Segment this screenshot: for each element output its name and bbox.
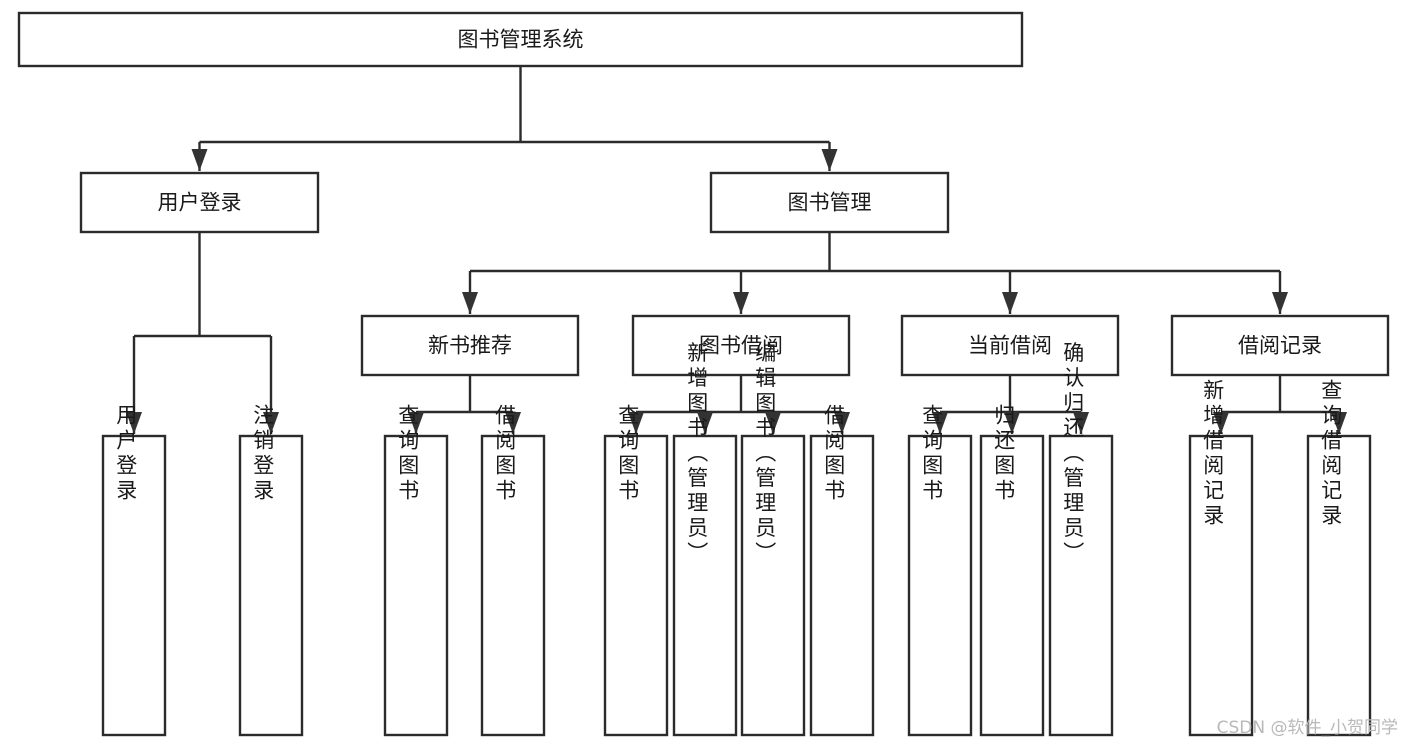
- node-label: 当前借阅: [968, 334, 1052, 358]
- arrow-head-icon: [1004, 412, 1020, 434]
- leaf-node-leaf-user-login[interactable]: 用户登录: [101, 404, 167, 737]
- arrow-head-icon: [834, 412, 850, 434]
- node-label: 新增借阅记录: [1201, 379, 1225, 529]
- arrow-head-icon: [191, 149, 208, 171]
- leaf-node-leaf-borrow-book-1[interactable]: 借阅图书: [480, 404, 546, 737]
- node-label: 查询图书: [920, 404, 944, 504]
- node-box[interactable]: [900, 314, 1120, 377]
- node-box[interactable]: [1170, 314, 1390, 377]
- node-label: 查询图书: [616, 404, 640, 504]
- arrow-head-icon: [408, 412, 424, 434]
- node-box[interactable]: [383, 434, 449, 737]
- leaf-node-leaf-query-book-3[interactable]: 查询图书: [907, 404, 973, 737]
- leaf-node-leaf-borrow-book-2[interactable]: 借阅图书: [809, 404, 875, 737]
- arrow-head-icon: [697, 412, 713, 434]
- level3-node-book-borrow[interactable]: 图书借阅: [631, 314, 851, 377]
- node-box[interactable]: [1306, 434, 1372, 737]
- node-label: 归还图书: [992, 404, 1016, 504]
- level3-node-new-book-recommend[interactable]: 新书推荐: [360, 314, 580, 377]
- arrow-head-icon: [821, 149, 838, 171]
- arrow-head-icon: [1272, 292, 1288, 314]
- arrow-head-icon: [765, 412, 781, 434]
- arrow-head-icon: [505, 412, 521, 434]
- node-box[interactable]: [603, 434, 669, 737]
- node-label: 借阅图书: [822, 404, 846, 504]
- csdn-watermark: CSDN @软件_小贺同学: [1217, 718, 1398, 738]
- arrow-head-icon: [1331, 412, 1347, 434]
- node-box[interactable]: [101, 434, 167, 737]
- node-label: 借阅记录: [1238, 334, 1322, 358]
- node-label: 查询借阅记录: [1319, 379, 1343, 529]
- arrow-head-icon: [1002, 292, 1018, 314]
- node-label: 图书借阅: [699, 334, 783, 358]
- leaf-node-leaf-query-record[interactable]: 查询借阅记录: [1306, 379, 1372, 737]
- leaf-node-leaf-edit-book[interactable]: 编辑图书（管理员）: [740, 342, 806, 737]
- node-label: 用户登录: [158, 191, 242, 215]
- node-box[interactable]: [1048, 434, 1114, 737]
- level2-node-user-login[interactable]: 用户登录: [79, 171, 320, 234]
- node-label: 新增图书（管理员）: [685, 342, 709, 567]
- leaf-node-leaf-query-book-2[interactable]: 查询图书: [603, 404, 669, 737]
- node-box[interactable]: [480, 434, 546, 737]
- arrow-head-icon: [1073, 412, 1089, 434]
- leaf-node-leaf-add-book[interactable]: 新增图书（管理员）: [672, 342, 738, 737]
- node-box[interactable]: [672, 434, 738, 737]
- node-label: 新书推荐: [428, 334, 512, 358]
- leaf-node-leaf-confirm-return[interactable]: 确认归还（管理员）: [1048, 342, 1114, 737]
- node-box[interactable]: [740, 434, 806, 737]
- root-node-book-management-system[interactable]: 图书管理系统: [17, 11, 1024, 68]
- node-box[interactable]: [1188, 434, 1254, 737]
- arrow-head-icon: [263, 412, 279, 434]
- leaf-node-leaf-return-book[interactable]: 归还图书: [979, 404, 1045, 737]
- level2-node-book-management[interactable]: 图书管理: [709, 171, 950, 234]
- connectors-layer: [126, 66, 1347, 434]
- arrow-head-icon: [932, 412, 948, 434]
- arrow-head-icon: [733, 292, 749, 314]
- node-box[interactable]: [809, 434, 875, 737]
- arrow-head-icon: [462, 292, 478, 314]
- nodes-layer: 图书管理系统用户登录图书管理新书推荐图书借阅当前借阅借阅记录用户登录注销登录查询…: [17, 11, 1390, 737]
- node-box[interactable]: [238, 434, 304, 737]
- node-label: 图书管理系统: [458, 28, 584, 52]
- level3-node-current-borrow[interactable]: 当前借阅: [900, 314, 1120, 377]
- node-label: 注销登录: [251, 404, 275, 504]
- node-box[interactable]: [360, 314, 580, 377]
- leaf-node-leaf-query-book-1[interactable]: 查询图书: [383, 404, 449, 737]
- node-box[interactable]: [631, 314, 851, 377]
- leaf-node-leaf-add-record[interactable]: 新增借阅记录: [1188, 379, 1254, 737]
- arrow-head-icon: [126, 412, 142, 434]
- node-label: 查询图书: [396, 404, 420, 504]
- arrow-head-icon: [1213, 412, 1229, 434]
- node-box[interactable]: [709, 171, 950, 234]
- node-label: 借阅图书: [493, 404, 517, 504]
- level3-node-borrow-record[interactable]: 借阅记录: [1170, 314, 1390, 377]
- leaf-node-leaf-logout-login[interactable]: 注销登录: [238, 404, 304, 737]
- node-box[interactable]: [979, 434, 1045, 737]
- node-label: 编辑图书（管理员）: [753, 342, 777, 567]
- node-box[interactable]: [79, 171, 320, 234]
- node-box[interactable]: [907, 434, 973, 737]
- node-label: 确认归还（管理员）: [1061, 342, 1085, 567]
- node-box[interactable]: [17, 11, 1024, 68]
- arrow-head-icon: [628, 412, 644, 434]
- node-label: 图书管理: [788, 191, 872, 215]
- node-label: 用户登录: [114, 404, 138, 504]
